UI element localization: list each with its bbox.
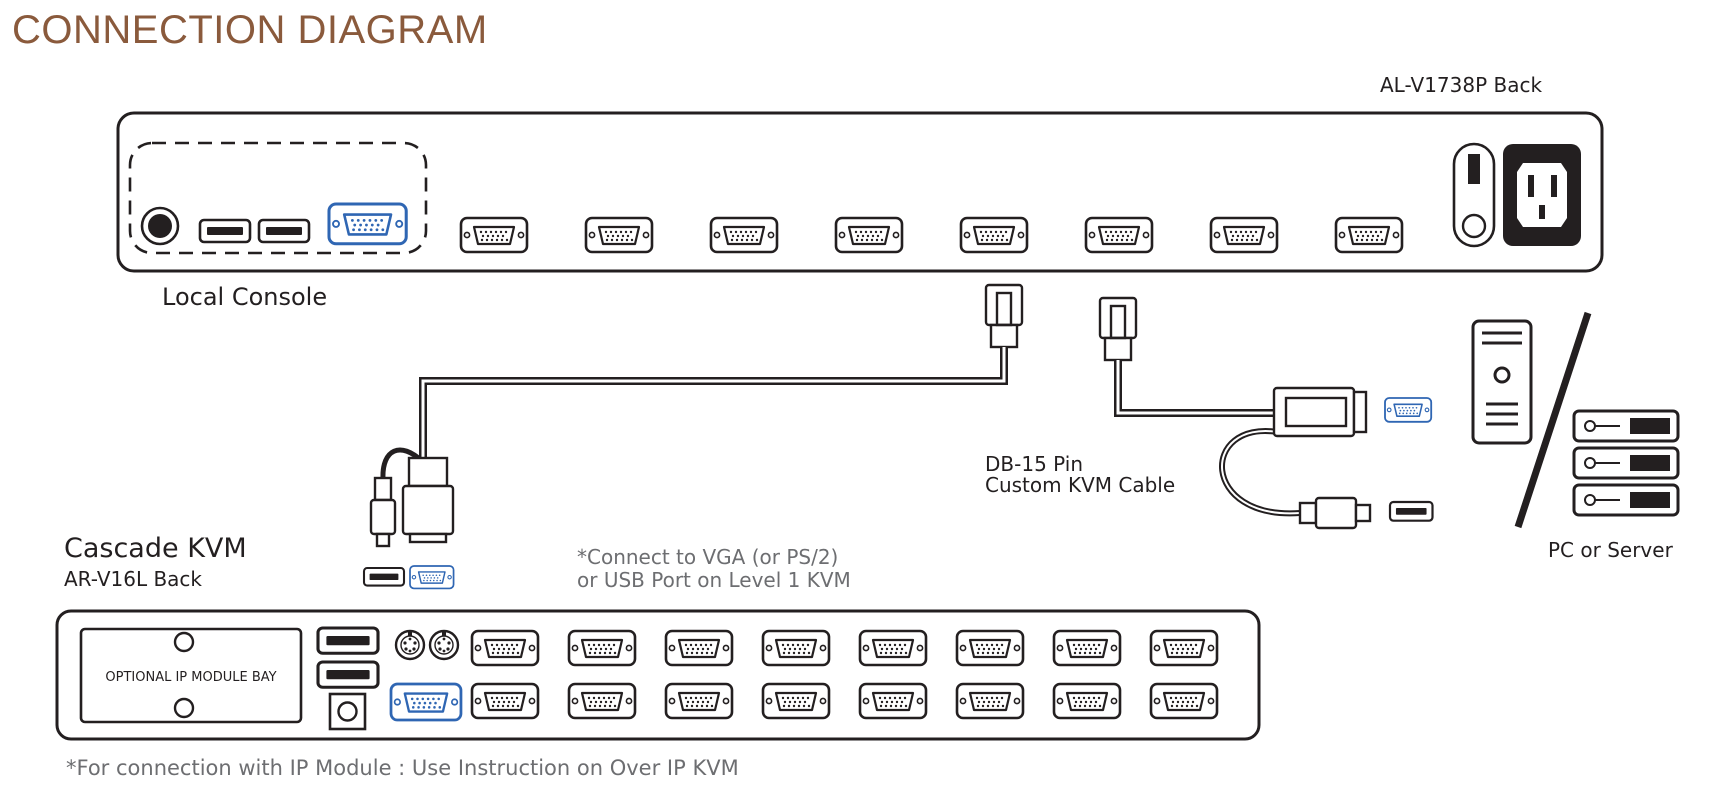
vga-port-icon: [567, 629, 637, 667]
ip-module-bay-label: OPTIONAL IP MODULE BAY: [105, 670, 276, 685]
primary-kvm-label: AL-V1738P Back: [1380, 73, 1542, 97]
db15-connector-icon: [984, 283, 1024, 349]
vga-port-icon: [1052, 629, 1122, 667]
db15-connector-icon: [1098, 296, 1138, 362]
vga-port-icon: [567, 682, 637, 720]
vga-port-icon: [858, 682, 928, 720]
usb-plug-icon: [369, 476, 397, 548]
vga-port-icon: [389, 682, 463, 722]
vga-port-icon: [1209, 216, 1279, 254]
vga-port-icon: [955, 682, 1025, 720]
footer-note: *For connection with IP Module : Use Ins…: [66, 756, 739, 780]
vga-port-icon: [1384, 397, 1433, 423]
cascade-kvm-model: AR-V16L Back: [64, 567, 202, 591]
power-jack-icon: [328, 692, 367, 731]
power-inlet-icon: [1503, 144, 1581, 246]
cable-label-line2: Custom KVM Cable: [985, 473, 1175, 497]
usb-port-icon: [257, 218, 311, 244]
divider-slash: [1514, 311, 1592, 529]
vga-port-icon: [664, 682, 734, 720]
audio-jack-icon: [140, 206, 180, 246]
vga-port-icon: [470, 629, 540, 667]
vga-port-icon: [459, 216, 529, 254]
vga-port-icon: [709, 216, 779, 254]
usb-port-icon: [362, 566, 406, 587]
cascade-kvm-title: Cascade KVM: [64, 533, 247, 564]
ps2-port-icon: [428, 629, 460, 661]
cable-line: [1114, 360, 1278, 417]
usb-port-icon: [1388, 500, 1434, 522]
vga-port-icon: [664, 629, 734, 667]
pc-tower-icon: [1471, 319, 1533, 445]
local-console-label: Local Console: [162, 283, 327, 311]
vga-port-icon: [409, 565, 455, 590]
db15-connector-icon: [1272, 386, 1368, 438]
power-switch-icon: [1452, 142, 1496, 248]
db15-connector-icon: [401, 456, 455, 544]
usb-plug-icon: [1298, 496, 1372, 530]
vga-port-icon: [327, 202, 408, 246]
vga-port-icon: [1149, 682, 1219, 720]
vga-port-icon: [955, 629, 1025, 667]
vga-port-icon: [470, 682, 540, 720]
vga-port-icon: [1334, 216, 1404, 254]
usb-port-icon: [198, 218, 252, 244]
connect-note-line2: or USB Port on Level 1 KVM: [577, 568, 851, 592]
ps2-port-icon: [394, 629, 426, 661]
vga-port-icon: [584, 216, 654, 254]
vga-port-icon: [1149, 629, 1219, 667]
local-console-group: [128, 141, 428, 255]
bay-screw-icon: [173, 631, 195, 653]
cable-line: [419, 347, 1008, 462]
cable-label-line1: DB-15 Pin: [985, 452, 1083, 476]
vga-port-icon: [1052, 682, 1122, 720]
server-rack-icon: [1572, 409, 1680, 517]
vga-port-icon: [1084, 216, 1154, 254]
cable-line-inner: [1116, 360, 1278, 415]
bay-screw-icon: [173, 697, 195, 719]
vga-port-icon: [761, 682, 831, 720]
vga-port-icon: [834, 216, 904, 254]
usb-port-icon: [316, 626, 380, 655]
usb-port-icon: [316, 660, 380, 689]
ip-module-bay: [79, 627, 303, 724]
page-title: CONNECTION DIAGRAM: [12, 8, 488, 52]
connect-note-line1: *Connect to VGA (or PS/2): [577, 545, 838, 569]
cable-line-inner: [421, 347, 1006, 462]
pc-server-label: PC or Server: [1548, 538, 1674, 562]
vga-port-icon: [761, 629, 831, 667]
vga-port-icon: [959, 216, 1029, 254]
cable-split: [1219, 428, 1301, 517]
vga-port-icon: [858, 629, 928, 667]
